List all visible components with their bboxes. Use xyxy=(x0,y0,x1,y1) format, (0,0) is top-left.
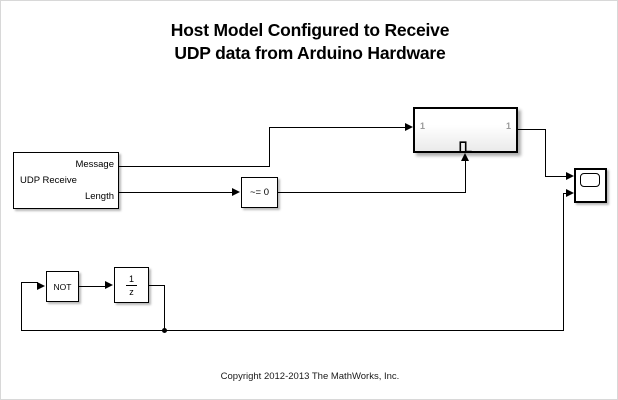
triggered-subsystem-block[interactable]: 1 1 xyxy=(413,107,518,153)
copyright-text: Copyright 2012-2013 The MathWorks, Inc. xyxy=(220,371,400,382)
compare-to-zero-block[interactable]: ~= 0 xyxy=(241,177,278,208)
subsystem-output-port-label: 1 xyxy=(505,121,511,131)
unit-delay-fraction-bar xyxy=(126,284,137,286)
arrow-unit-delay-input xyxy=(105,281,113,289)
wire-subsystem-out-v xyxy=(545,129,546,177)
wire-subsystem-out-h1 xyxy=(518,129,546,130)
udp-receive-block-label: UDP Receive xyxy=(20,175,77,186)
wire-subsystem-out-h2 xyxy=(545,176,567,177)
page-title-line-1: Host Model Configured to Receive xyxy=(170,20,450,40)
unit-delay-block[interactable]: 1 z xyxy=(114,267,149,303)
unit-delay-numerator: 1 xyxy=(128,273,134,284)
wire-message-h2 xyxy=(269,127,406,128)
wire-feedback-v xyxy=(21,282,22,330)
scope-screen-icon xyxy=(580,173,600,187)
wire-junction-dot xyxy=(162,328,167,333)
wire-message-v xyxy=(269,127,270,167)
subsystem-input-port-label: 1 xyxy=(420,121,426,131)
arrow-scope-input-1 xyxy=(566,172,574,180)
wire-length-h xyxy=(119,192,233,193)
arrow-not-input xyxy=(37,282,45,290)
arrow-scope-input-2 xyxy=(566,189,574,197)
logical-not-block[interactable]: NOT xyxy=(46,271,79,302)
wire-trigger-h xyxy=(278,192,466,193)
udp-receive-length-port-label: Length xyxy=(84,191,114,202)
wire-scope-input2-v xyxy=(563,193,564,331)
logical-not-label: NOT xyxy=(53,281,72,292)
udp-receive-message-port-label: Message xyxy=(75,159,114,170)
arrow-subsystem-trigger xyxy=(461,153,469,161)
wire-delay-out-v xyxy=(164,285,165,330)
wire-scope-input2-h xyxy=(563,193,568,194)
wire-bottom-bus xyxy=(21,330,564,331)
unit-delay-fraction: 1 z xyxy=(115,268,148,302)
wire-not-to-delay xyxy=(79,286,106,287)
trigger-pulse-icon xyxy=(459,141,472,152)
udp-receive-block[interactable]: Message UDP Receive Length xyxy=(13,152,119,209)
arrow-subsystem-input xyxy=(405,123,413,131)
arrow-compare-input xyxy=(232,188,240,196)
wire-trigger-v xyxy=(465,161,466,193)
page-title-line-2: UDP data from Arduino Hardware xyxy=(174,43,446,63)
scope-block[interactable] xyxy=(574,168,607,203)
unit-delay-denominator: z xyxy=(129,286,134,297)
wire-delay-out-h xyxy=(149,285,165,286)
wire-feedback-h xyxy=(21,282,38,283)
compare-to-zero-label: ~= 0 xyxy=(249,187,270,198)
wire-message-h1 xyxy=(119,166,270,167)
